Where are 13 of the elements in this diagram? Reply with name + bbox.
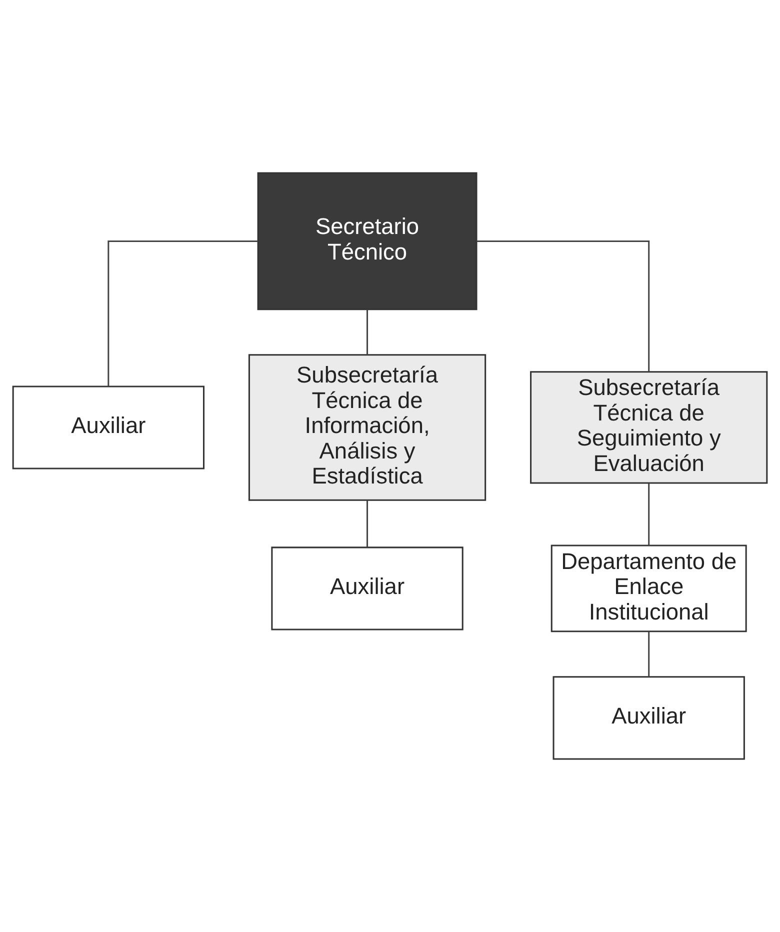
- node-box: Secretario Técnico: [257, 172, 478, 310]
- node-box: Auxiliar: [271, 546, 464, 630]
- connector: [366, 500, 368, 548]
- node-box: Subsecretaría Técnica de Seguimiento y Evaluación: [530, 371, 768, 484]
- node-box: Subsecretaría Técnica de Información, Análisis y Estadística: [248, 354, 486, 501]
- connector: [366, 310, 368, 355]
- node-box: Auxiliar: [12, 386, 204, 470]
- connector: [108, 240, 258, 386]
- node-box: Departamento de Enlace Institucional: [550, 544, 747, 632]
- connector: [648, 483, 650, 546]
- connector: [648, 632, 650, 677]
- node-box: Auxiliar: [552, 676, 745, 760]
- connector: [476, 240, 650, 372]
